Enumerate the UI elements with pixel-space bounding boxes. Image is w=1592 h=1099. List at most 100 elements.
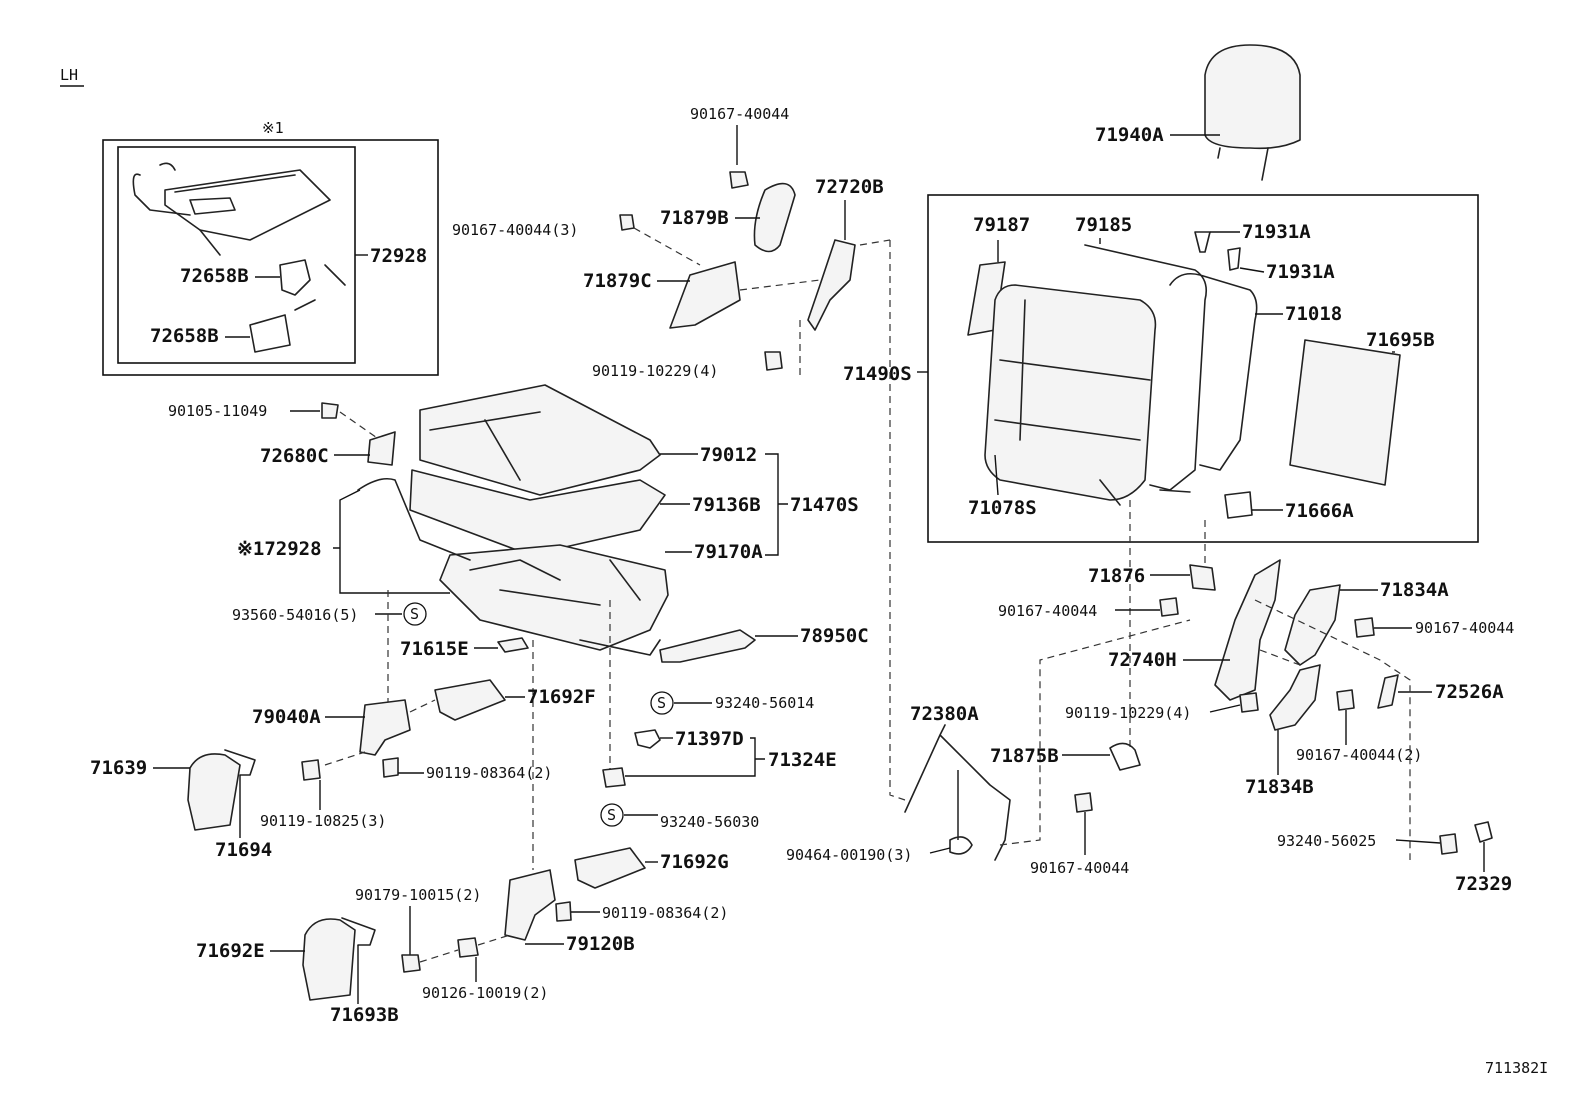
view-label: LH bbox=[60, 66, 78, 84]
part-79120B-drawing bbox=[504, 869, 556, 941]
label-172928: ※172928 bbox=[237, 538, 322, 560]
s-mark-3-text: S bbox=[607, 806, 616, 824]
leader-71931A-lower bbox=[1239, 267, 1265, 273]
s-mark-2-text: S bbox=[657, 694, 666, 712]
label-90119-08364-2-b: 90119-08364(2) bbox=[602, 904, 728, 922]
right-dashed-guides bbox=[1254, 599, 1411, 860]
label-71470S: 71470S bbox=[790, 494, 859, 516]
part-71397D-drawing bbox=[634, 729, 661, 749]
label-72680C: 72680C bbox=[260, 445, 329, 467]
label-72658B-upper: 72658B bbox=[180, 265, 249, 287]
part-71876-drawing bbox=[1189, 564, 1216, 591]
label-71694: 71694 bbox=[215, 839, 272, 861]
recliner-dashed-guides bbox=[999, 500, 1206, 846]
part-71834B-drawing bbox=[1269, 664, 1321, 731]
label-79136B: 79136B bbox=[692, 494, 761, 516]
label-71324E: 71324E bbox=[768, 749, 837, 771]
hinge-dashed-guides bbox=[633, 227, 906, 801]
part-71692G-drawing bbox=[574, 847, 646, 889]
lower-bracket-dashed-guides bbox=[419, 934, 511, 963]
part-79040A-drawing bbox=[359, 699, 411, 756]
label-71018: 71018 bbox=[1285, 303, 1342, 325]
label-90105-11049: 90105-11049 bbox=[168, 402, 267, 420]
part-71834A-drawing bbox=[1284, 584, 1341, 666]
label-93240-56025: 93240-56025 bbox=[1277, 832, 1376, 850]
part-71639-drawing bbox=[187, 753, 241, 831]
label-72928: 72928 bbox=[370, 245, 427, 267]
label-71931A-lower: 71931A bbox=[1266, 261, 1335, 283]
leader-90464-00190-3 bbox=[929, 847, 951, 854]
leader-93240-56025 bbox=[1395, 839, 1441, 844]
bolt-90167-40044-bot-drawing bbox=[1074, 792, 1093, 813]
label-71692G: 71692G bbox=[660, 851, 729, 873]
s-mark-2 bbox=[650, 691, 674, 715]
part-72329-drawing bbox=[1474, 821, 1493, 843]
label-90167-40044-3: 90167-40044(3) bbox=[452, 221, 578, 239]
label-79012: 79012 bbox=[700, 444, 757, 466]
label-71692E: 71692E bbox=[196, 940, 265, 962]
label-71879B: 71879B bbox=[660, 207, 729, 229]
label-79170A: 79170A bbox=[694, 541, 763, 563]
seat-cushion-drawing bbox=[409, 384, 669, 656]
bracket-172928 bbox=[333, 489, 450, 594]
bolt-90105-11049-drawing bbox=[321, 402, 339, 419]
hinge-parts-drawing bbox=[619, 171, 856, 371]
label-71940A: 71940A bbox=[1095, 124, 1164, 146]
s-mark-1 bbox=[403, 602, 427, 626]
bolt-90167-40044-right-drawing bbox=[1354, 617, 1375, 638]
label-71693B: 71693B bbox=[330, 1004, 399, 1026]
bolt-90126-10019-drawing bbox=[457, 937, 479, 958]
label-71490S: 71490S bbox=[843, 363, 912, 385]
label-93560-54016-5: 93560-54016(5) bbox=[232, 606, 358, 624]
part-71692E-drawing bbox=[302, 918, 356, 1001]
label-90119-10229-4-b: 90119-10229(4) bbox=[1065, 704, 1191, 722]
part-71692F-drawing bbox=[434, 679, 506, 721]
label-71931A-upper: 71931A bbox=[1242, 221, 1311, 243]
label-72720B: 72720B bbox=[815, 176, 884, 198]
label-71666A: 71666A bbox=[1285, 500, 1354, 522]
label-71692F: 71692F bbox=[527, 686, 596, 708]
label-72740H: 72740H bbox=[1108, 649, 1177, 671]
label-79185: 79185 bbox=[1075, 214, 1132, 236]
inset-outer-frame bbox=[102, 139, 439, 376]
bracket-71324E bbox=[625, 737, 765, 777]
bracket-dashed-guides bbox=[324, 699, 436, 766]
label-71078S: 71078S bbox=[968, 497, 1037, 519]
label-71876: 71876 bbox=[1088, 565, 1145, 587]
bolt-90167-40044-mid-drawing bbox=[1159, 597, 1179, 617]
part-72740H-drawing bbox=[1214, 559, 1281, 701]
label-90167-40044-top: 90167-40044 bbox=[690, 105, 789, 123]
part-71324E-cap-drawing bbox=[602, 767, 626, 788]
label-71695B: 71695B bbox=[1366, 329, 1435, 351]
bracket-71470S bbox=[765, 453, 788, 556]
bolt-90119-08364-a-drawing bbox=[382, 757, 399, 778]
label-72380A: 72380A bbox=[910, 703, 979, 725]
label-71834B: 71834B bbox=[1245, 776, 1314, 798]
label-71834A: 71834A bbox=[1380, 579, 1449, 601]
label-79120B: 79120B bbox=[566, 933, 635, 955]
nut-90179-10015-drawing bbox=[401, 954, 421, 973]
headrest-drawing bbox=[1204, 44, 1301, 181]
cable-72380A-drawing bbox=[904, 724, 1011, 861]
bolt-90119-08364-b-drawing bbox=[555, 901, 572, 922]
label-90126-10019-2: 90126-10019(2) bbox=[422, 984, 548, 1002]
label-71639: 71639 bbox=[90, 757, 147, 779]
label-79040A: 79040A bbox=[252, 706, 321, 728]
label-72329: 72329 bbox=[1455, 873, 1512, 895]
part-72680C-drawing bbox=[367, 431, 396, 466]
seatback-frame-box bbox=[927, 194, 1479, 543]
s-mark-1-text: S bbox=[410, 605, 419, 623]
part-71694-drawing bbox=[224, 749, 256, 776]
inset-marker: ※1 bbox=[262, 119, 284, 137]
label-71875B: 71875B bbox=[990, 745, 1059, 767]
leader-71078S bbox=[994, 454, 999, 496]
label-79187: 79187 bbox=[973, 214, 1030, 236]
label-90167-40044-2: 90167-40044(2) bbox=[1296, 746, 1422, 764]
cable-172928-drawing bbox=[357, 477, 471, 561]
inset-seat-frame-drawing bbox=[132, 162, 346, 353]
seatback-parts-drawing bbox=[967, 231, 1401, 519]
label-90179-10015-2: 90179-10015(2) bbox=[355, 886, 481, 904]
label-90167-40044-right: 90167-40044 bbox=[1415, 619, 1514, 637]
label-93240-56014: 93240-56014 bbox=[715, 694, 814, 712]
label-78950C: 78950C bbox=[800, 625, 869, 647]
